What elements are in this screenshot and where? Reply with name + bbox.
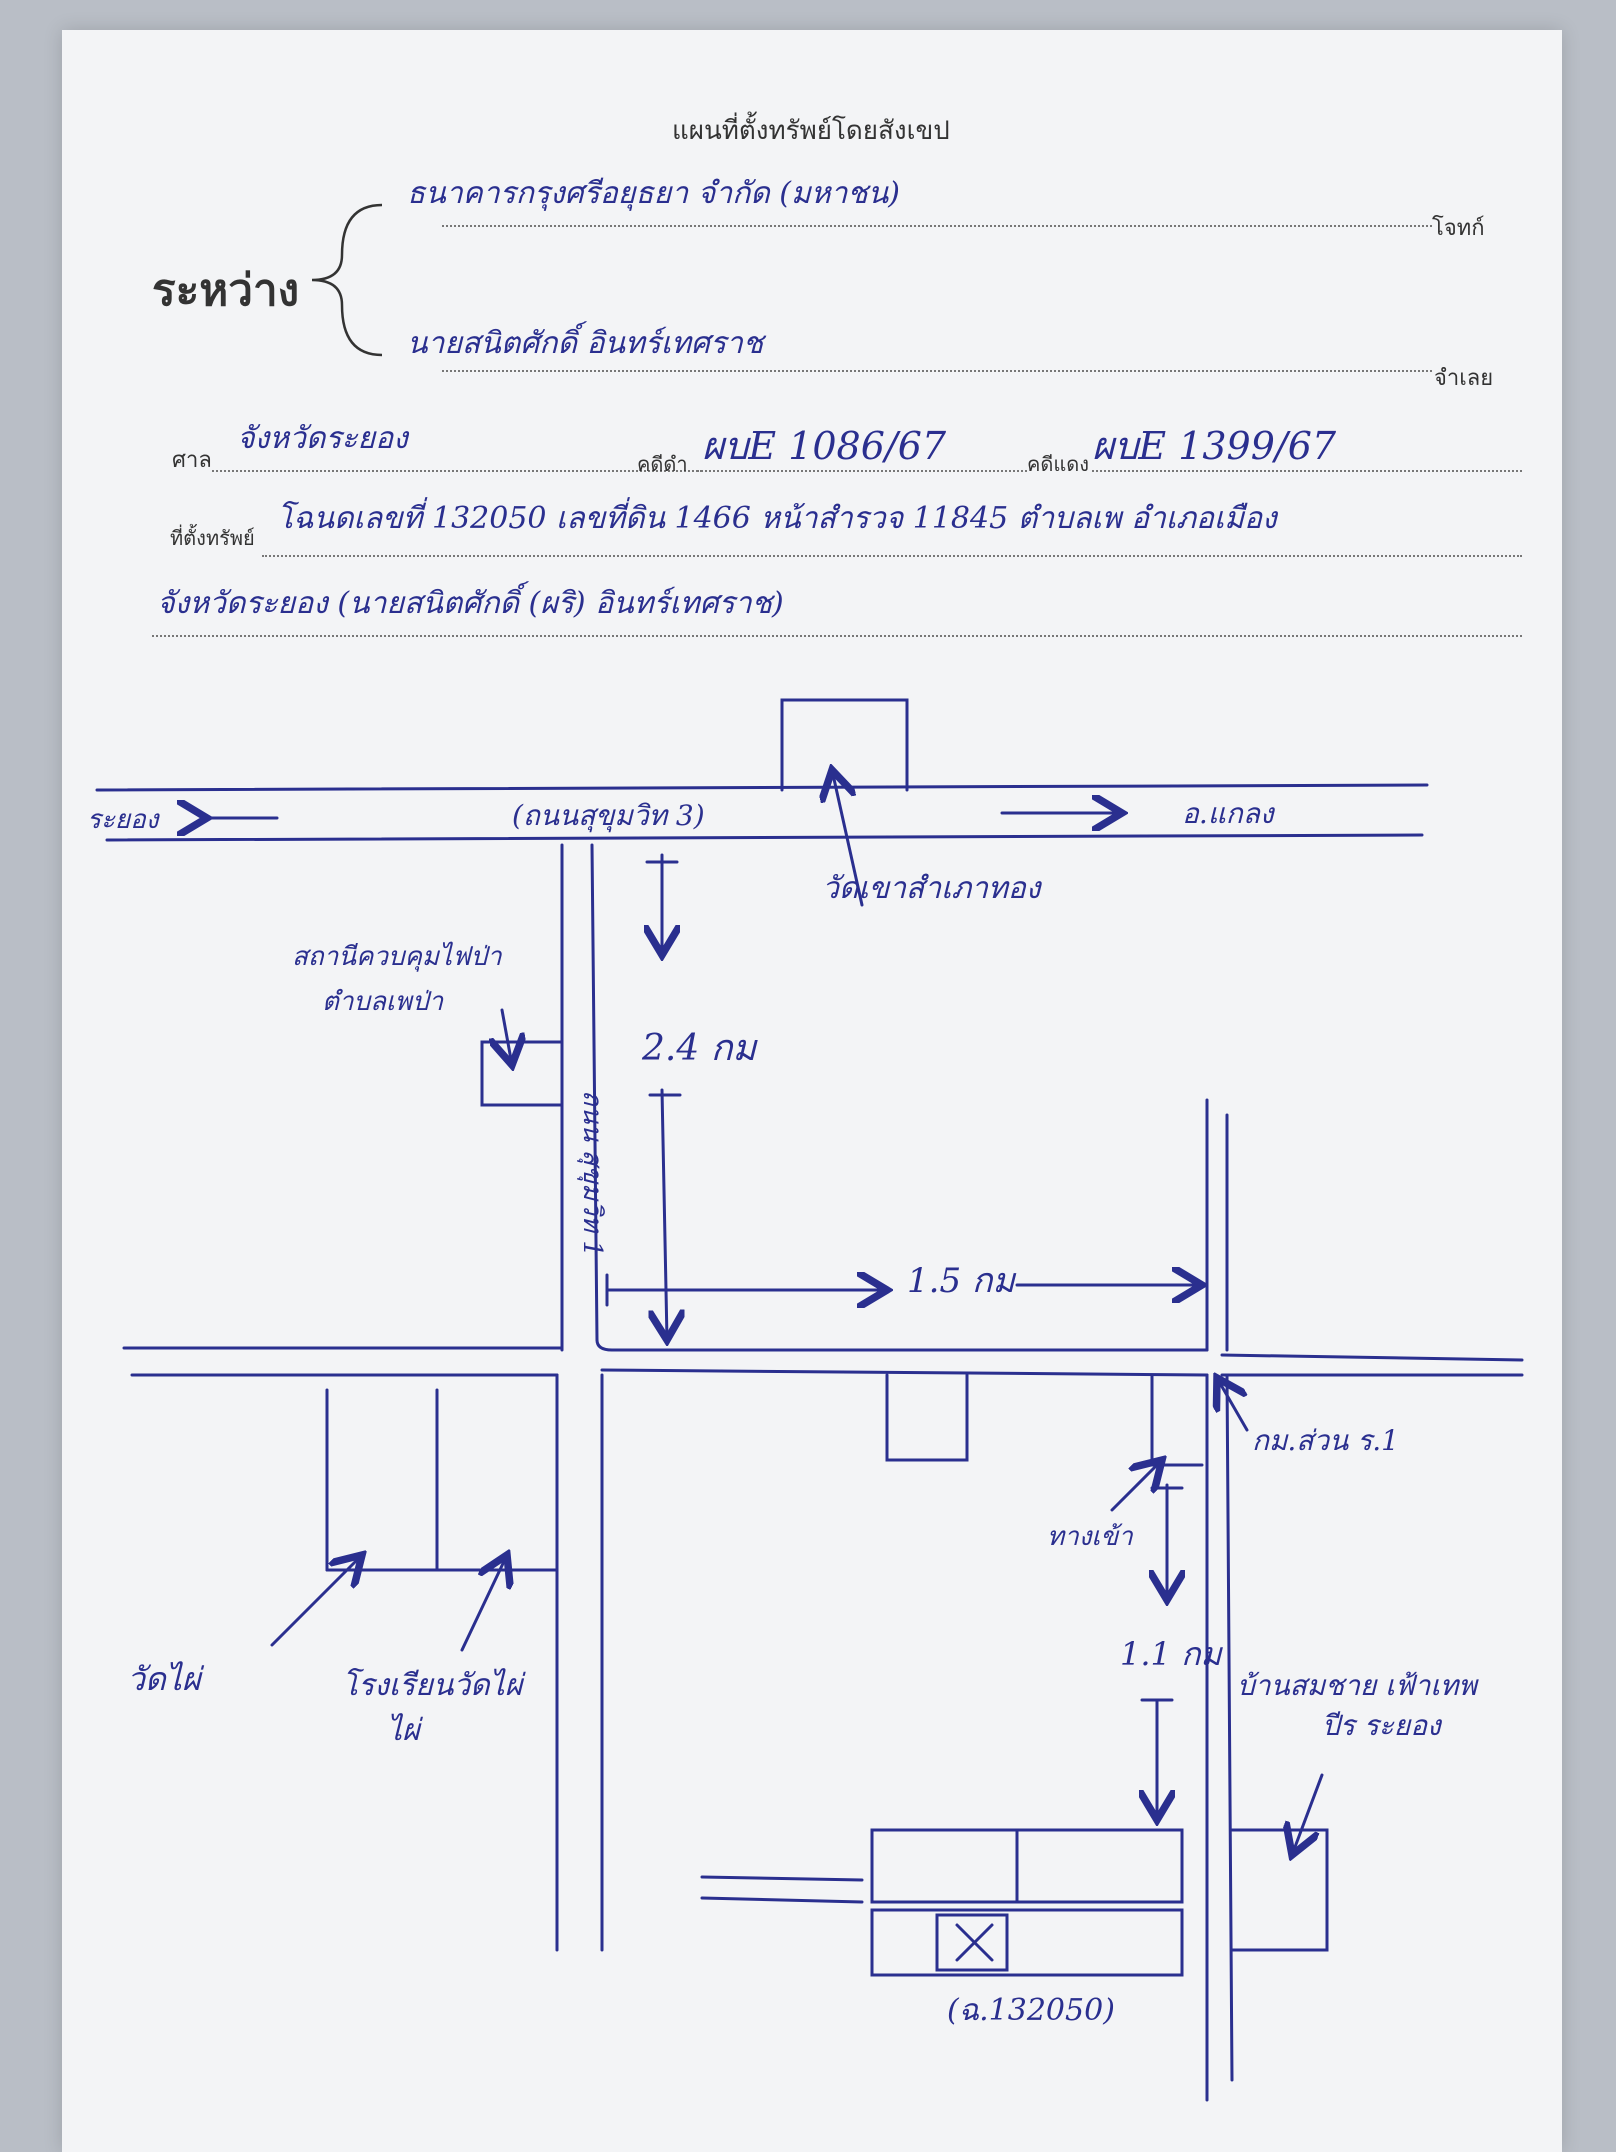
distance-1-label: 2.4 กม — [641, 1028, 758, 1069]
distance-3-label: 1.1 กม — [1120, 1635, 1223, 1673]
document-title: แผนที่ตั้งทรัพย์โดยสังเขป — [672, 116, 950, 146]
side-road-corner — [595, 1338, 614, 1352]
side-road-right-edge — [590, 843, 599, 1342]
temple-top-arrow — [832, 770, 864, 907]
defendant-label: จำเลย — [1434, 366, 1494, 391]
plaintiff-name: ธนาคารกรุงศรีอยุธยา จำกัด (มหาชน) — [407, 176, 900, 211]
brace-icon — [311, 203, 383, 357]
location-line-1: โฉนดเลขที่ 132050 เลขที่ดิน 1466 หน้าสำร… — [277, 501, 1277, 536]
lane-1 — [700, 1875, 864, 1882]
location-label: ที่ตั้งทรัพย์ — [170, 526, 255, 550]
road-name-label: (ถนนสุขุมวิท 3) — [512, 799, 705, 833]
distance-2-label: 1.5 กม — [907, 1261, 1016, 1301]
plaintiff-label: โจทก์ — [1432, 216, 1485, 241]
court-name: จังหวัดระยอง — [237, 421, 408, 456]
house-arrow — [1292, 1773, 1324, 1855]
rayong-label: ระยอง — [87, 805, 161, 835]
red-case-line — [1092, 470, 1522, 472]
target-plot-box — [935, 1913, 1009, 1972]
side-road-label: ถนน สุขุมวิท 1 — [577, 1090, 607, 1257]
temple-top-box — [780, 698, 909, 792]
entry-road — [1150, 1373, 1204, 1467]
forest-office-label: สถานีควบคุมไฟป่า — [292, 941, 503, 972]
location-map: ระยอง (ถนนสุขุมวิท 3) อ.แกลง วัดเขาสำเภา… — [87, 698, 1524, 2102]
cross-road-far-top — [1220, 1353, 1524, 1362]
house-label-2: ปีร ระยอง — [1322, 1709, 1443, 1742]
defendant-line — [442, 370, 1432, 372]
klaeng-label: อ.แกลง — [1182, 797, 1276, 830]
main-road-top-edge — [95, 783, 1429, 792]
km-post-label: กม.ส่วน ร.1 — [1252, 1424, 1399, 1457]
property-strip-lower — [870, 1908, 1184, 1977]
black-case-label: คดีดำ — [637, 452, 688, 476]
court-label: ศาล — [172, 448, 212, 473]
main-road-bottom-edge — [105, 833, 1424, 842]
plaintiff-line — [442, 225, 1432, 227]
forest-office-box — [480, 1040, 564, 1107]
distance-1-arrow-bottom — [662, 1088, 667, 1340]
km-post-arrow — [1217, 1378, 1249, 1432]
deed-number-label: (ฉ.132050) — [947, 1993, 1115, 2028]
temple-left-label: วัดไผ่ — [127, 1660, 205, 1698]
property-strip-upper — [870, 1828, 1184, 1904]
entry-arrow — [1110, 1460, 1162, 1512]
cross-road-right-bottom — [600, 1368, 1209, 1377]
target-plot-x-2 — [955, 1923, 994, 1962]
lane-2 — [700, 1896, 864, 1904]
document-paper: แผนที่ตั้งทรัพย์โดยสังเขป ระหว่าง ธนาคาร… — [62, 30, 1562, 2152]
temple-top-label: วัดเขาสำเภาทอง — [822, 871, 1043, 906]
forest-office-label-2: ตำบลเพป่า — [322, 987, 444, 1017]
entry-label: ทางเข้า — [1047, 1522, 1134, 1552]
location-dots-2 — [152, 635, 1522, 637]
location-dots-1 — [262, 555, 1522, 557]
location-line-2: จังหวัดระยอง (นายสนิตศักดิ์ (ผริ) อินทร์… — [157, 586, 784, 621]
house-label: บ้านสมชาย เฟ้าเทพ — [1237, 1669, 1479, 1702]
court-line — [212, 470, 702, 472]
school-label: โรงเรียนวัดไผ่ — [342, 1667, 526, 1703]
red-case-number: ผบE 1399/67 — [1092, 424, 1337, 468]
school-label-2: ไผ่ — [387, 1713, 424, 1748]
small-building-box — [885, 1373, 969, 1462]
between-label: ระหว่าง — [152, 265, 300, 316]
school-arrow — [460, 1555, 507, 1652]
red-case-label: คดีแดง — [1027, 452, 1090, 476]
black-case-line — [697, 470, 1027, 472]
right-road-lower-right — [1225, 1373, 1234, 2082]
house-box — [1230, 1828, 1329, 1952]
temple-left-arrow — [270, 1555, 362, 1647]
defendant-name: นายสนิตศักดิ์ อินทร์เทศราช — [407, 326, 764, 361]
black-case-number: ผบE 1086/67 — [702, 424, 947, 468]
forest-office-arrow — [502, 1008, 512, 1065]
